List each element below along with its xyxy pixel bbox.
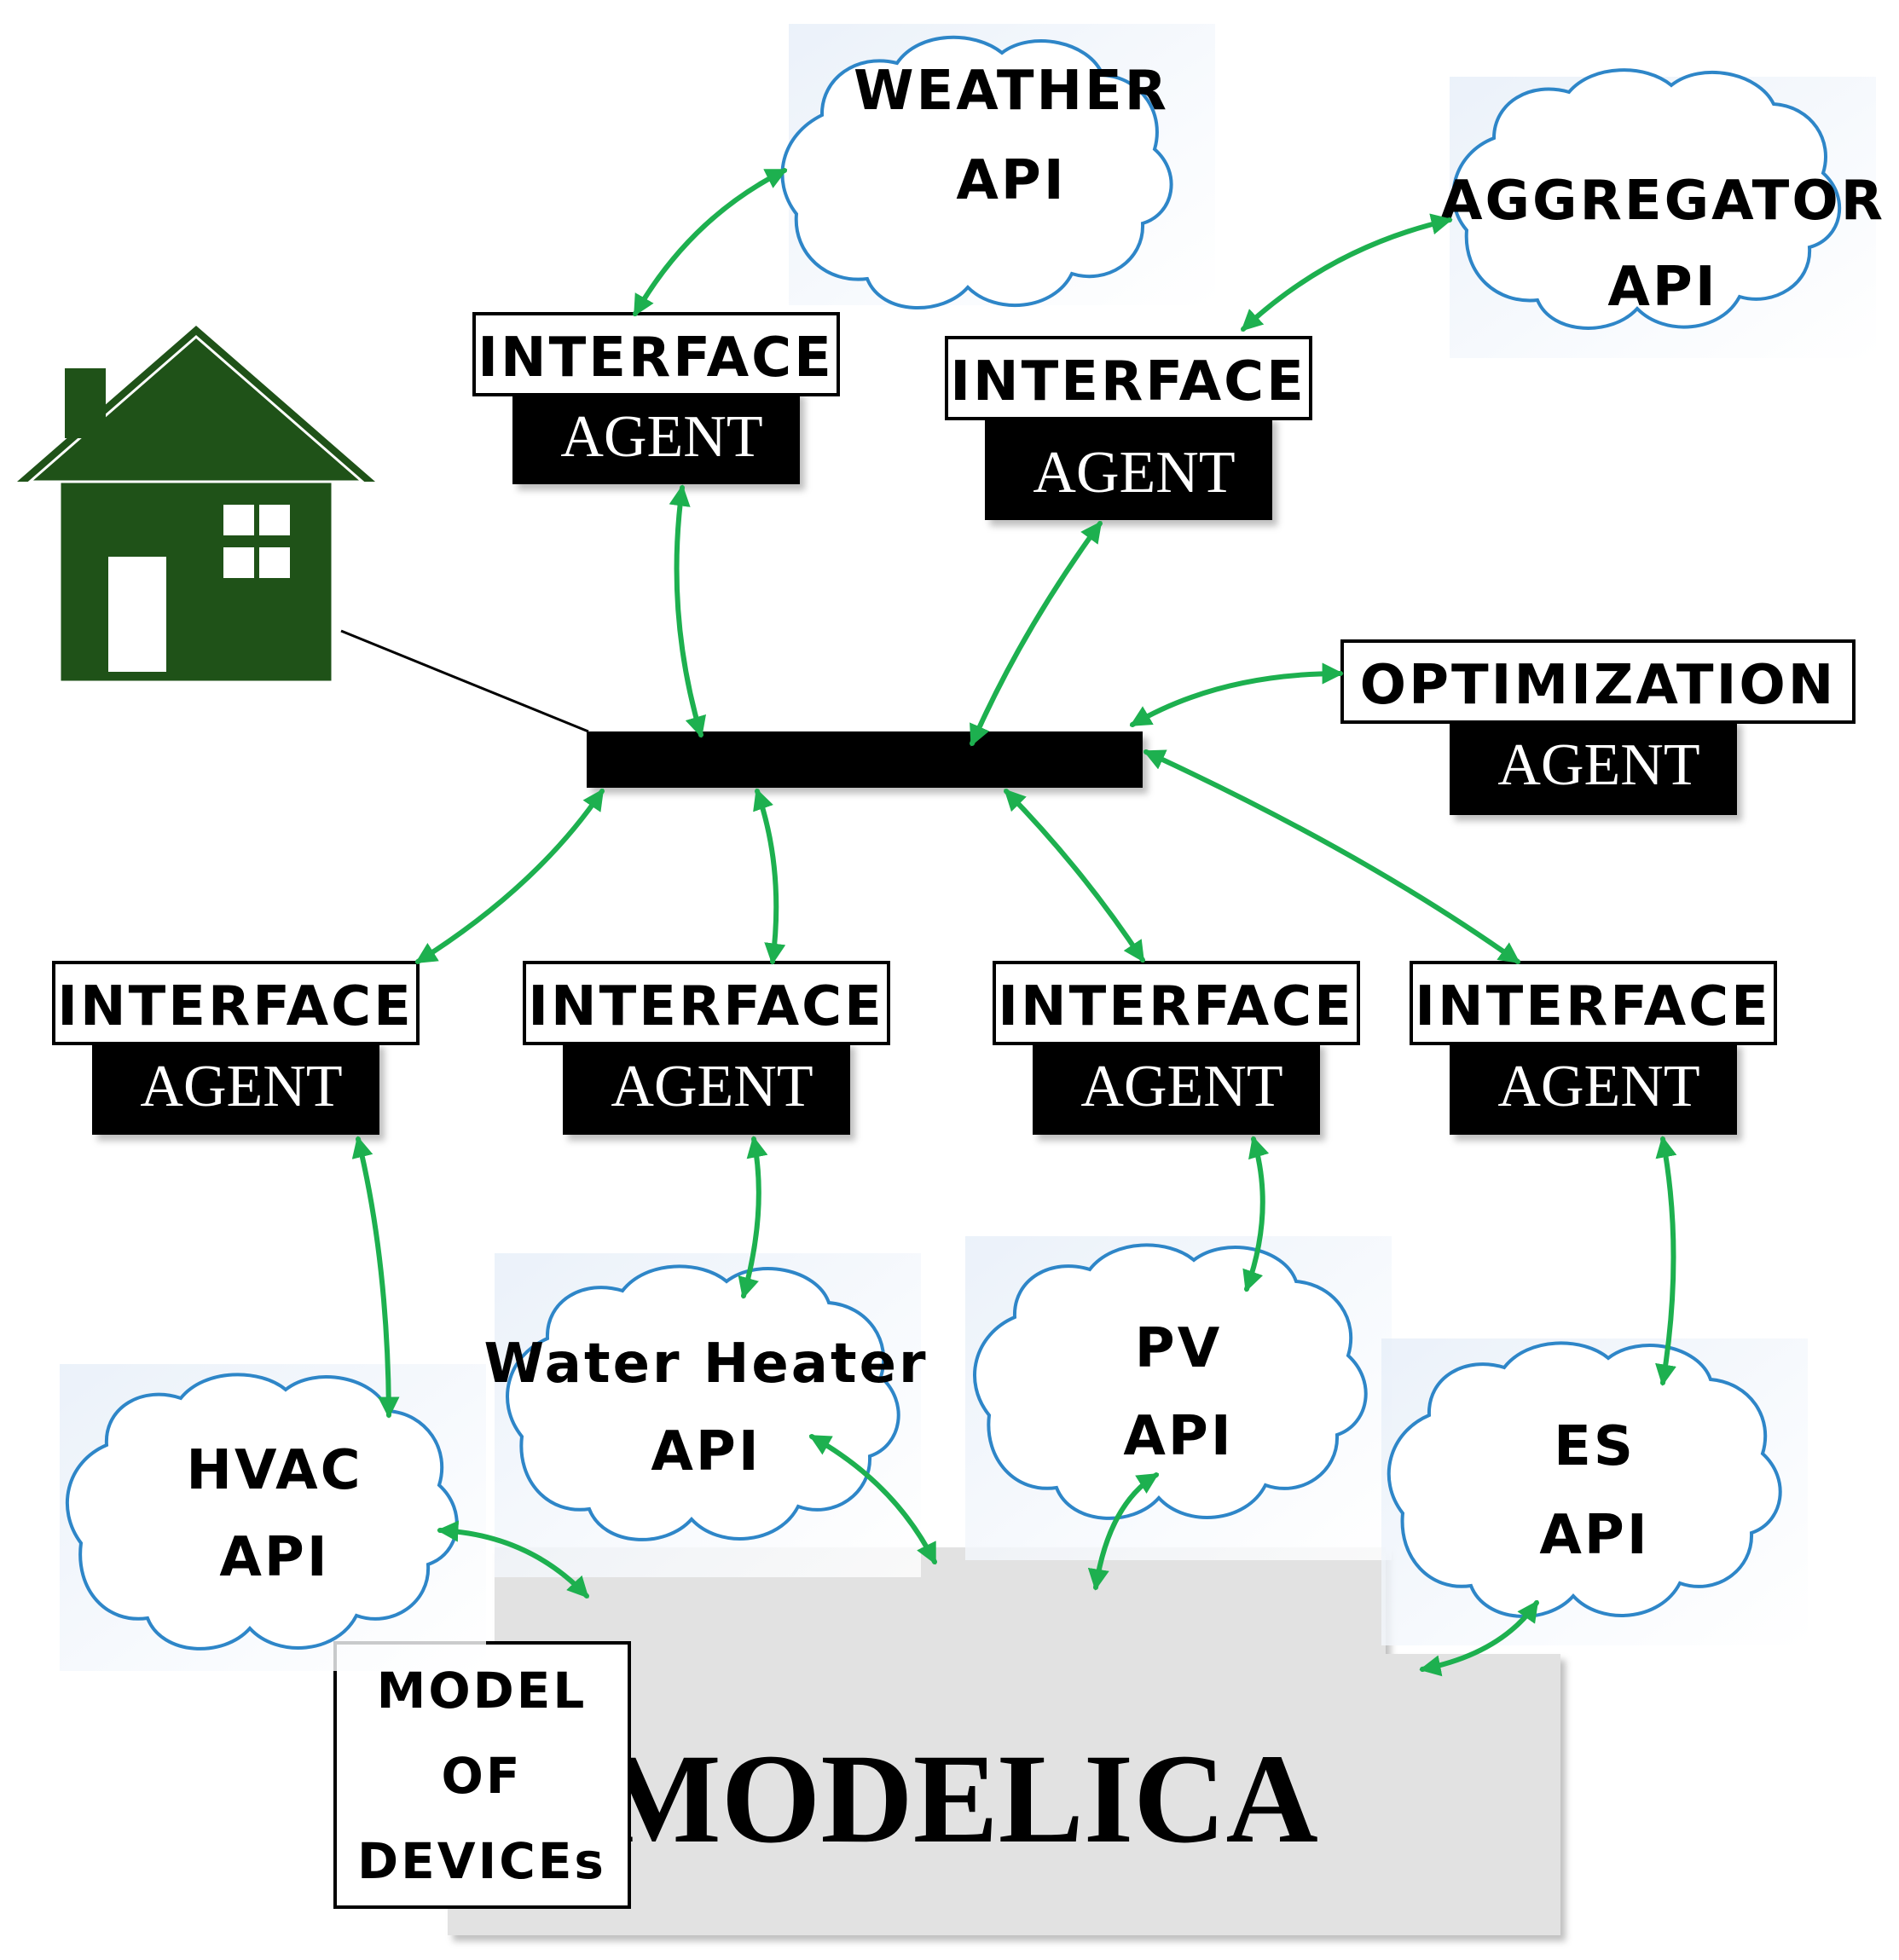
aggregator-cloud-line-1: AGGREGATOR — [1440, 170, 1885, 233]
es-cloud-line-2: API — [1539, 1504, 1649, 1567]
arrow-hvac-agent-cloud — [351, 1136, 400, 1419]
arrow-bus-pv-agent — [1004, 789, 1145, 963]
es-agent-top-label: INTERFACE — [1415, 975, 1771, 1038]
aggregator-agent-top-label: INTERFACE — [950, 350, 1306, 413]
pv-agent-top-label: INTERFACE — [998, 975, 1354, 1038]
hvac-interface-agent: INTERFACE AGENT — [52, 961, 420, 1135]
es-api-cloud: ES API — [1381, 1338, 1808, 1645]
arrow-bus-water-heater-agent — [753, 788, 786, 965]
optimization-agent-bottom-label: AGENT — [1497, 732, 1699, 798]
aggregator-interface-agent: INTERFACE AGENT — [945, 336, 1312, 520]
arrow-aggregator-agent-bus — [970, 520, 1103, 747]
hvac-api-cloud: HVAC API — [60, 1364, 486, 1671]
arrow-pv-cloud-modelica — [1087, 1472, 1160, 1591]
water-heater-agent-bottom-label: AGENT — [611, 1054, 813, 1119]
water-heater-cloud-line-1: Water Heater — [483, 1333, 928, 1396]
arrow-water-heater-cloud-modelica — [808, 1434, 937, 1565]
hvac-cloud-line-1: HVAC — [186, 1439, 362, 1502]
arrow-hvac-cloud-modelica — [437, 1520, 589, 1599]
pv-cloud-line-2: API — [1123, 1405, 1233, 1468]
weather-api-cloud: WEATHER API — [780, 24, 1215, 310]
connection-arrows — [351, 168, 1677, 1677]
pv-cloud-line-1: PV — [1135, 1317, 1222, 1380]
hvac-cloud-line-2: API — [219, 1526, 329, 1589]
model-of-devices-box: MODEL OF DEVICEs — [333, 1641, 631, 1909]
model-label-line-1: MODEL — [377, 1662, 588, 1720]
weather-agent-bottom-label: AGENT — [560, 404, 762, 470]
arrow-optimization-bus — [1129, 662, 1344, 727]
es-cloud-line-1: ES — [1554, 1415, 1636, 1478]
arrow-weather-agent-bus — [669, 484, 707, 738]
arrow-es-cloud-modelica — [1419, 1599, 1539, 1677]
water-heater-agent-top-label: INTERFACE — [528, 975, 884, 1038]
es-agent-bottom-label: AGENT — [1497, 1054, 1699, 1119]
arrow-pv-agent-cloud — [1242, 1136, 1270, 1292]
pv-agent-bottom-label: AGENT — [1080, 1054, 1282, 1119]
water-heater-api-cloud: Water Heater API — [483, 1253, 928, 1577]
aggregator-cloud-line-2: API — [1607, 256, 1717, 319]
pv-interface-agent: INTERFACE AGENT — [993, 961, 1360, 1135]
arrow-bus-hvac-agent — [414, 788, 605, 964]
arrow-water-heater-agent-cloud — [738, 1136, 768, 1299]
optimization-agent: OPTIMIZATION AGENT — [1340, 639, 1856, 815]
house-connector-line — [340, 629, 589, 733]
arrow-aggregator-cloud-agent — [1241, 213, 1453, 332]
model-label-line-3: DEVICEs — [357, 1832, 606, 1890]
weather-interface-agent: INTERFACE AGENT — [472, 312, 840, 484]
weather-agent-top-label: INTERFACE — [478, 327, 834, 390]
model-label-line-2: OF — [442, 1747, 523, 1805]
weather-cloud-line-2: API — [956, 149, 1066, 212]
house-icon — [17, 326, 375, 684]
modelica-block: MODELICA — [448, 1547, 1560, 1935]
modelica-background — [448, 1547, 1560, 1935]
hvac-agent-bottom-label: AGENT — [140, 1054, 342, 1119]
optimization-agent-top-label: OPTIMIZATION — [1360, 654, 1837, 717]
hvac-agent-top-label: INTERFACE — [57, 975, 414, 1038]
aggregator-api-cloud: AGGREGATOR API — [1440, 68, 1885, 358]
water-heater-interface-agent: INTERFACE AGENT — [523, 961, 890, 1135]
arrow-es-agent-cloud — [1655, 1136, 1677, 1386]
arrow-weather-cloud-agent — [633, 168, 788, 317]
aggregator-agent-bottom-label: AGENT — [1033, 440, 1235, 506]
water-heater-cloud-line-2: API — [651, 1420, 761, 1483]
pv-api-cloud: PV API — [965, 1236, 1392, 1560]
central-bus — [587, 731, 1143, 788]
weather-cloud-line-1: WEATHER — [854, 60, 1169, 123]
arrow-bus-es-agent — [1143, 749, 1521, 964]
modelica-title: MODELICA — [600, 1728, 1318, 1870]
es-interface-agent: INTERFACE AGENT — [1410, 961, 1777, 1135]
